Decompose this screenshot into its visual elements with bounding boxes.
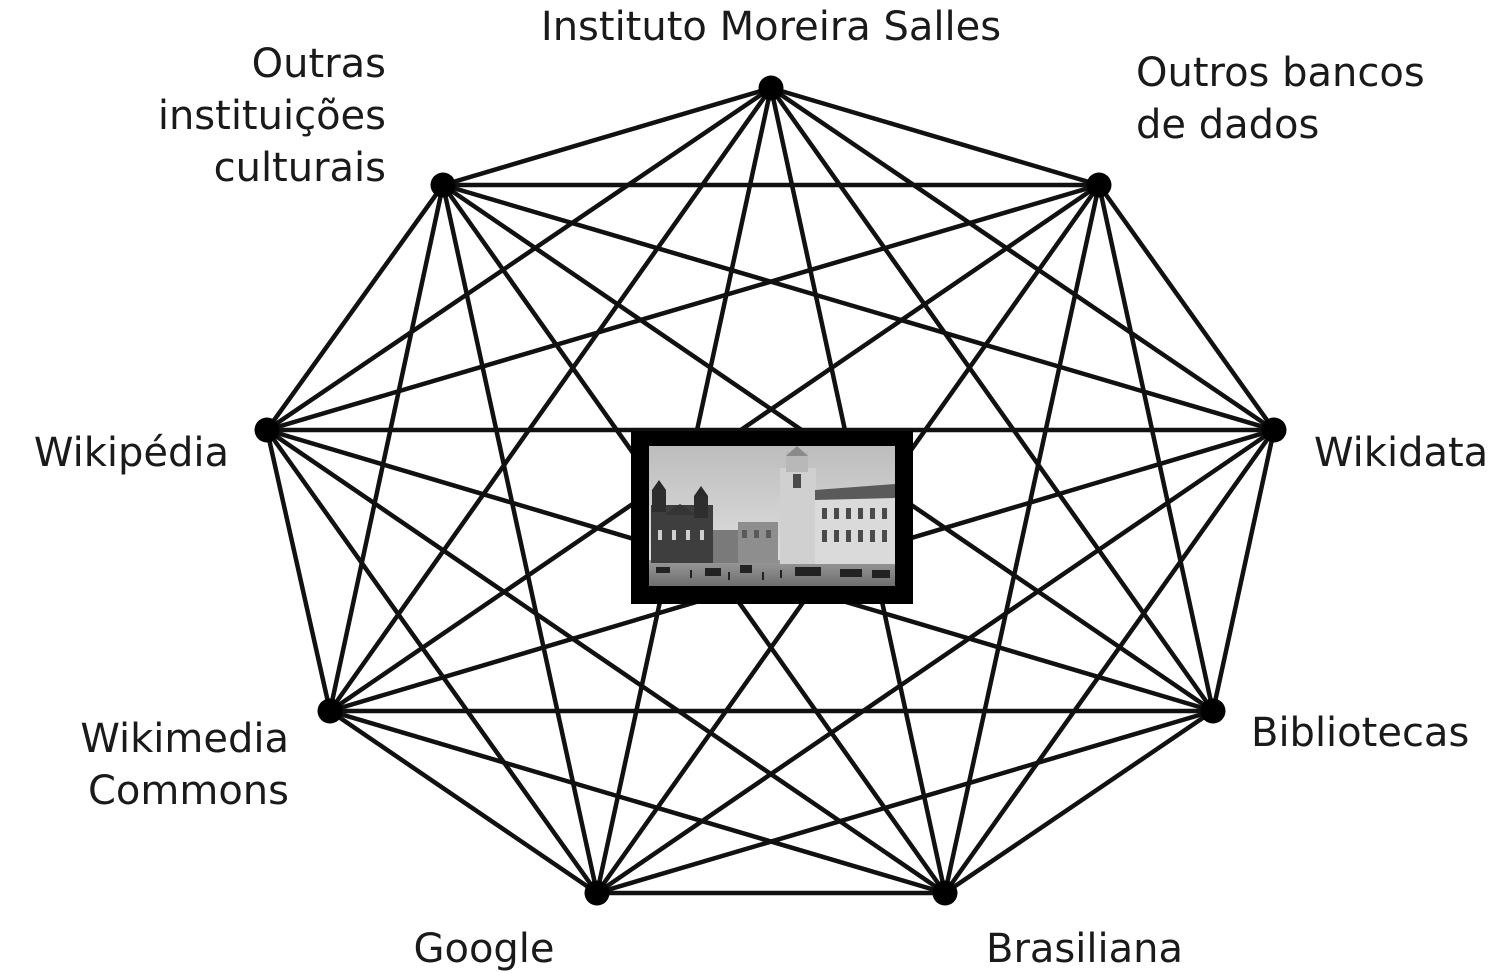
edge-ims-wikidata [768,85,1277,433]
label-bibliotecas: Bibliotecas [1251,710,1469,756]
edge-outros-bancos-wikidata [1096,182,1277,433]
edge-google-wikipedia [264,427,600,896]
edge-outros-bancos-bibliotecas [1096,182,1216,714]
edge-outros-bancos-wikipedia [264,182,1102,433]
label-outras-instituicoes: Outras instituições culturais [158,41,386,191]
edge-ims-wikimedia-commons [327,85,774,714]
edge-wikidata-bibliotecas [1210,427,1277,714]
edge-outros-bancos-brasiliana [942,182,1102,896]
edge-brasiliana-wikimedia-commons [327,708,948,896]
label-line: Instituto Moreira Salles [541,4,1001,50]
edge-ims-outras-instituicoes [440,85,774,188]
edge-google-outras-instituicoes [440,182,600,896]
edge-ims-bibliotecas [768,85,1216,714]
graph-nodes [254,75,1287,906]
edge-wikimedia-commons-wikipedia [264,427,333,714]
node-ims [758,75,784,101]
edge-wikidata-google [594,427,1277,896]
node-wikimedia-commons [317,698,343,724]
node-wikipedia [254,417,280,443]
label-wikidata: Wikidata [1314,430,1488,476]
label-line: culturais [214,145,386,191]
label-line: Commons [88,768,289,814]
label-line: Outros bancos [1136,50,1425,96]
edge-bibliotecas-brasiliana [942,708,1216,896]
node-google [584,880,610,906]
node-bibliotecas [1200,698,1226,724]
label-line: de dados [1136,102,1319,148]
edge-ims-outros-bancos [768,85,1102,188]
edge-wikimedia-commons-outras-instituicoes [327,182,446,714]
label-line: Wikimedia [80,716,289,762]
label-brasiliana: Brasiliana [986,926,1183,972]
label-line: Google [413,926,554,972]
label-line: Bibliotecas [1251,710,1469,756]
label-line: Wikidata [1314,430,1488,476]
edge-google-wikimedia-commons [327,708,600,896]
node-outras-instituicoes [430,172,456,198]
edge-bibliotecas-google [594,708,1216,896]
node-wikidata [1261,417,1287,443]
edge-brasiliana-wikipedia [264,427,948,896]
label-line: Outras [252,41,386,87]
label-line: instituições [158,93,386,139]
center-photo [631,431,913,604]
edge-wikipedia-outras-instituicoes [264,182,446,433]
node-brasiliana [932,880,958,906]
label-google: Google [413,926,554,972]
label-line: Brasiliana [986,926,1183,972]
label-wikipedia: Wikipédia [34,430,229,476]
edge-wikidata-outras-instituicoes [440,182,1277,433]
label-ims: Instituto Moreira Salles [541,4,1001,50]
edge-wikidata-brasiliana [942,427,1277,896]
label-outros-bancos: Outros bancos de dados [1136,50,1425,148]
label-line: Wikipédia [34,430,229,476]
node-outros-bancos [1086,172,1112,198]
edge-ims-wikipedia [264,85,774,433]
